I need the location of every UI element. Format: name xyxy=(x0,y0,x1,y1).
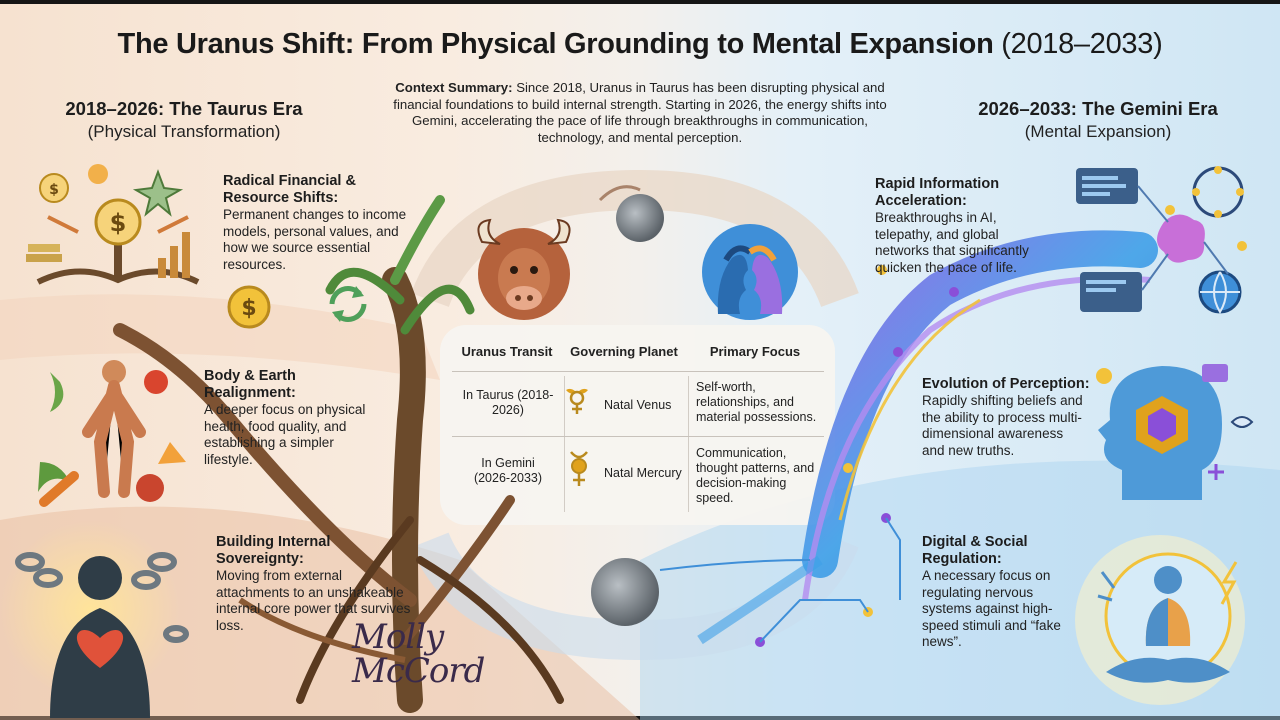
dollar-icon: $ $ xyxy=(26,164,200,285)
item-body: A necessary focus on regulating nervous … xyxy=(922,568,1061,649)
chains-icon xyxy=(15,552,189,718)
item-title: Rapid Information Acceleration: xyxy=(875,176,1000,209)
table-cell-planet: Natal Mercury xyxy=(604,466,682,480)
item-body: Moving from external attachments to an u… xyxy=(216,568,411,633)
gemini-era-subtitle: (Mental Expansion) xyxy=(1024,122,1172,141)
svg-text:$: $ xyxy=(241,296,256,321)
twins-icon xyxy=(702,224,798,320)
signature-logo: Molly McCord xyxy=(352,617,485,691)
page-title: The Uranus Shift: From Physical Groundin… xyxy=(0,28,1280,61)
table-cell-planet: Natal Venus xyxy=(604,398,672,412)
summary-text: Since 2018, Uranus in Taurus has been di… xyxy=(393,80,887,145)
svg-text:$: $ xyxy=(110,209,127,237)
summary-label: Context Summary: xyxy=(395,80,513,95)
gemini-era-title: 2026–2033: The Gemini Era xyxy=(978,98,1218,119)
context-summary: Context Summary: Since 2018, Uranus in T… xyxy=(380,80,900,146)
item-title: Evolution of Perception: xyxy=(922,376,1090,392)
item-title: Building Internal Sovereignty: xyxy=(216,534,331,567)
table-header-transit: Uranus Transit xyxy=(461,344,553,359)
table-header-focus: Primary Focus xyxy=(709,344,801,359)
table-divider xyxy=(688,376,689,512)
gemini-item-regulation: Digital & Social Regulation: A necessary… xyxy=(922,534,1082,651)
taurus-item-financial: Radical Financial & Resource Shifts: Per… xyxy=(223,173,423,273)
taurus-era-title: 2018–2026: The Taurus Era xyxy=(65,98,303,119)
brain-network-icon xyxy=(1076,166,1244,314)
gold-coin-icon: $ xyxy=(227,285,271,329)
venus-glyph-icon xyxy=(566,388,588,414)
table-cell-transit: In Gemini (2026-2033) xyxy=(473,456,543,485)
item-title: Radical Financial & Resource Shifts: xyxy=(223,173,356,206)
table-header-planet: Governing Planet xyxy=(570,344,678,359)
table-divider xyxy=(564,376,565,512)
head-eye-icon xyxy=(1096,364,1254,500)
svg-text:$: $ xyxy=(49,182,59,198)
body-earth-icon xyxy=(38,360,186,507)
taurus-era-heading: 2018–2026: The Taurus Era (Physical Tran… xyxy=(44,98,324,142)
table-divider xyxy=(452,371,824,372)
taurus-item-body-earth: Body & Earth Realignment: A deeper focus… xyxy=(204,368,374,468)
item-body: Rapidly shifting beliefs and the ability… xyxy=(922,393,1083,458)
gemini-item-information: Rapid Information Acceleration: Breakthr… xyxy=(875,176,1045,276)
table-divider xyxy=(452,436,824,437)
item-body: Breakthroughs in AI, telepathy, and glob… xyxy=(875,210,1029,275)
bull-icon xyxy=(477,218,571,320)
table-cell-transit: In Taurus (2018-2026) xyxy=(462,388,554,417)
gemini-era-heading: 2026–2033: The Gemini Era (Mental Expans… xyxy=(958,98,1238,142)
title-years: (2018–2033) xyxy=(1001,28,1163,60)
gemini-item-perception: Evolution of Perception: Rapidly shiftin… xyxy=(922,376,1090,459)
taurus-era-subtitle: (Physical Transformation) xyxy=(87,122,281,141)
item-title: Digital & Social Regulation: xyxy=(922,534,1028,567)
item-title: Body & Earth Realignment: xyxy=(204,368,296,401)
table-cell-focus: Communication, thought patterns, and dec… xyxy=(696,446,815,505)
renewal-arrows-icon xyxy=(329,286,367,322)
item-body: A deeper focus on physical health, food … xyxy=(204,402,366,467)
item-body: Permanent changes to income models, pers… xyxy=(223,207,407,272)
meditation-icon xyxy=(1097,552,1238,683)
transit-table: Uranus Transit Governing Planet Primary … xyxy=(452,344,824,514)
table-cell-focus: Self-worth, relationships, and material … xyxy=(696,380,817,424)
taurus-item-sovereignty: Building Internal Sovereignty: Moving fr… xyxy=(216,534,416,634)
title-main: The Uranus Shift: From Physical Groundin… xyxy=(117,28,994,60)
mercury-glyph-icon xyxy=(570,451,588,486)
